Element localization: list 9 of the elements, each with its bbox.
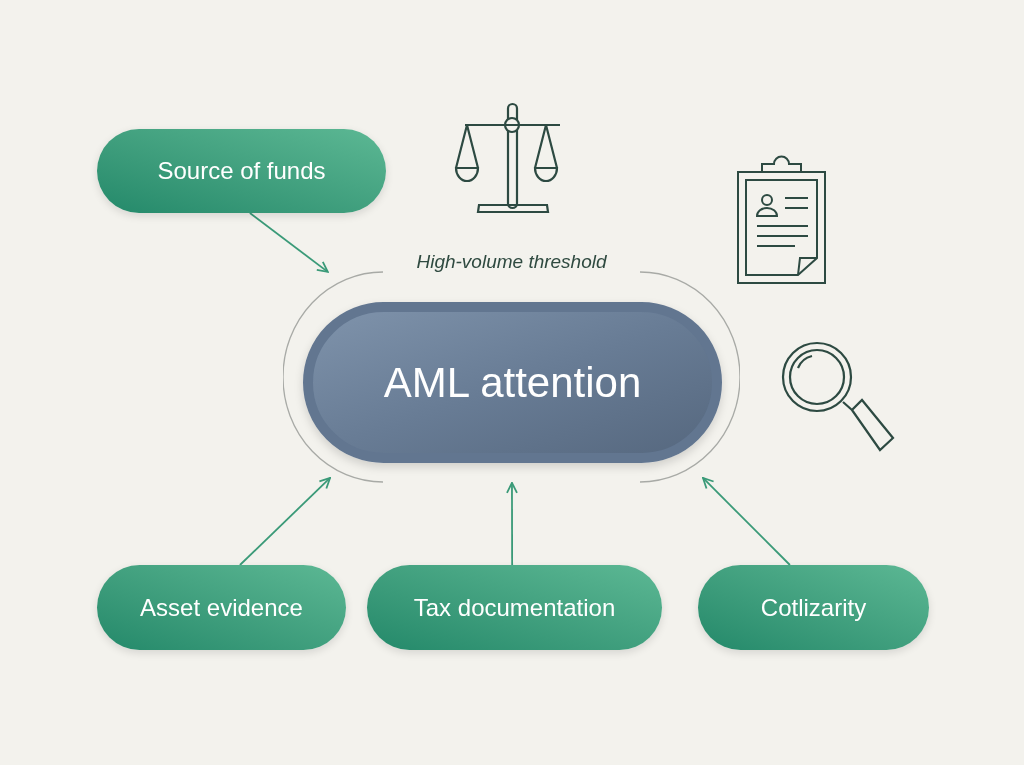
arrow xyxy=(506,481,518,566)
factor-pill: Tax documentation xyxy=(367,565,662,650)
central-pill: AML attention xyxy=(303,302,722,463)
arrow xyxy=(249,212,329,273)
factor-pill: Cotlizarity xyxy=(698,565,929,650)
arrow xyxy=(239,477,331,566)
factor-pill: Asset evidence xyxy=(97,565,346,650)
factor-pill: Source of funds xyxy=(97,129,386,213)
arrow xyxy=(702,477,791,566)
